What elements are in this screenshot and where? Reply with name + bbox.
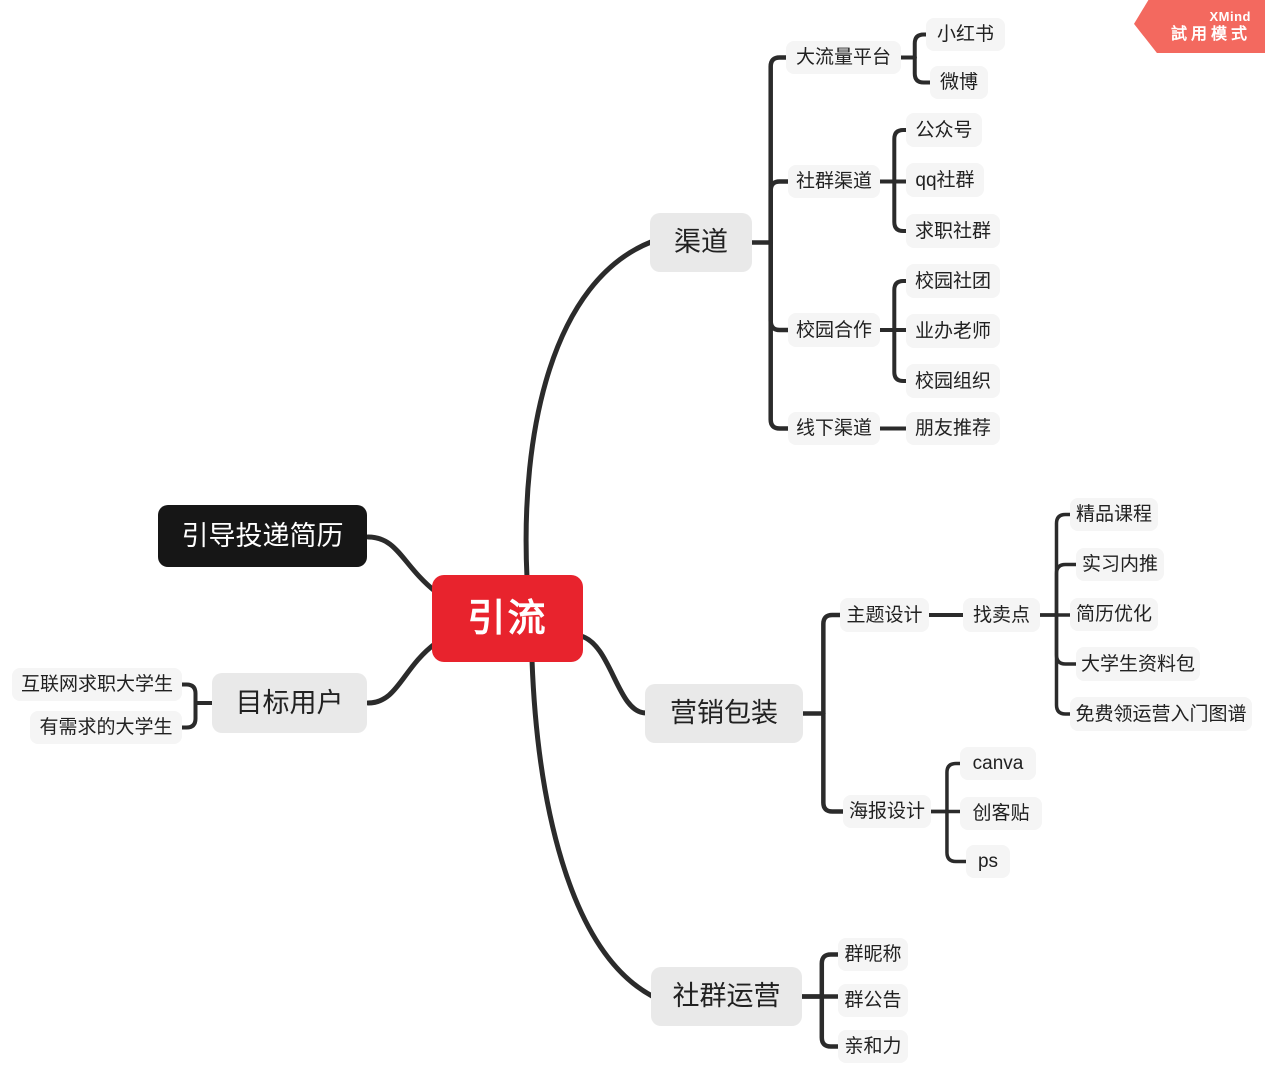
connector xyxy=(945,809,968,864)
connector xyxy=(819,994,841,1049)
topic-chuangkit[interactable]: 创客贴 xyxy=(960,797,1042,830)
topic-guide-resume-submission[interactable]: 引导投递简历 xyxy=(158,505,367,567)
topic-internship-referral[interactable]: 实习内推 xyxy=(1076,548,1164,581)
xmind-logo-text: XMind xyxy=(1209,9,1251,25)
topic-poster-design[interactable]: 海报设计 xyxy=(843,795,931,828)
connector xyxy=(892,328,908,383)
connector xyxy=(1054,613,1072,716)
topic-group-announcement[interactable]: 群公告 xyxy=(838,984,908,1017)
connector xyxy=(180,701,198,730)
connector xyxy=(892,279,908,332)
connector xyxy=(912,55,932,85)
topic-offline-channels[interactable]: 线下渠道 xyxy=(788,412,880,445)
topic-campus-cooperation[interactable]: 校园合作 xyxy=(788,313,880,347)
topic-find-selling-points[interactable]: 找卖点 xyxy=(963,598,1040,632)
connector xyxy=(180,682,198,705)
connector xyxy=(1054,562,1078,617)
topic-marketing-packaging[interactable]: 营销包装 xyxy=(645,684,803,743)
topic-photoshop[interactable]: ps xyxy=(966,845,1010,878)
topic-canva[interactable]: canva xyxy=(960,747,1036,780)
topic-target-users[interactable]: 目标用户 xyxy=(212,673,367,733)
connector xyxy=(892,128,908,184)
topic-xiaohongshu[interactable]: 小红书 xyxy=(926,18,1005,51)
topic-student-resource-pack[interactable]: 大学生资料包 xyxy=(1076,647,1200,681)
topic-high-traffic-platforms[interactable]: 大流量平台 xyxy=(786,41,901,74)
connector xyxy=(1054,512,1072,617)
connector xyxy=(768,55,789,245)
topic-weibo[interactable]: 微博 xyxy=(930,66,988,99)
connector xyxy=(523,239,654,581)
connector xyxy=(365,534,439,595)
topic-internet-job-students[interactable]: 互联网求职大学生 xyxy=(12,668,182,701)
topic-group-nickname[interactable]: 群昵称 xyxy=(838,938,908,971)
topic-students-in-need[interactable]: 有需求的大学生 xyxy=(30,711,182,744)
xmind-trial-badge[interactable]: XMind 試用模式 xyxy=(1134,0,1265,53)
connector xyxy=(945,761,962,814)
topic-resume-optimization[interactable]: 简历优化 xyxy=(1070,598,1158,631)
topic-job-seeking-groups[interactable]: 求职社群 xyxy=(906,214,1000,248)
topic-community-operations[interactable]: 社群运营 xyxy=(651,967,802,1026)
topic-wechat-official-account[interactable]: 公众号 xyxy=(906,113,982,147)
connector xyxy=(768,179,791,245)
connector xyxy=(768,240,791,431)
topic-friend-referral[interactable]: 朋友推荐 xyxy=(906,412,1000,445)
topic-academic-office-teachers[interactable]: 业办老师 xyxy=(906,314,1000,348)
connector xyxy=(821,711,846,814)
topic-premium-courses[interactable]: 精品课程 xyxy=(1070,498,1158,531)
connector xyxy=(912,32,928,60)
connector xyxy=(892,179,908,233)
topic-free-operations-intro-map[interactable]: 免费领运营入门图谱 xyxy=(1070,697,1252,731)
connector xyxy=(578,633,649,716)
topic-campus-organizations[interactable]: 校园组织 xyxy=(906,364,1000,398)
topic-affinity[interactable]: 亲和力 xyxy=(838,1030,908,1063)
topic-channels[interactable]: 渠道 xyxy=(650,213,752,272)
topic-theme-design[interactable]: 主题设计 xyxy=(840,598,929,632)
topic-campus-clubs[interactable]: 校园社团 xyxy=(906,264,1000,298)
topic-community-channels[interactable]: 社群渠道 xyxy=(788,165,880,198)
connector xyxy=(529,657,655,999)
connector xyxy=(819,952,841,999)
connector xyxy=(768,240,791,333)
connector xyxy=(365,640,439,706)
trial-mode-label: 試用模式 xyxy=(1170,25,1251,43)
central-topic-traffic[interactable]: 引流 xyxy=(432,575,583,662)
topic-qq-groups[interactable]: qq社群 xyxy=(906,163,984,197)
connector xyxy=(821,612,843,716)
